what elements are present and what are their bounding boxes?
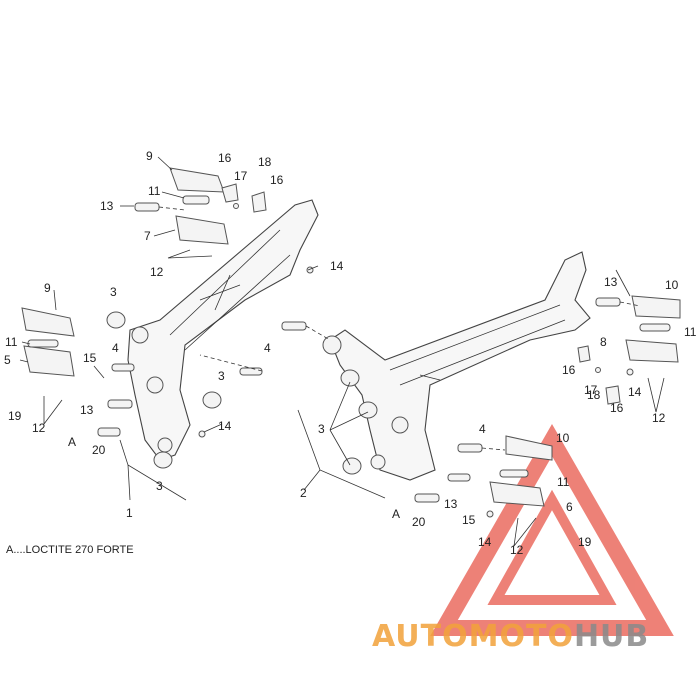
callout-12: 12 [32, 421, 46, 435]
callout-11: 11 [557, 475, 570, 489]
callout-12: 12 [150, 265, 164, 279]
callout-14: 14 [330, 259, 344, 273]
left-frame [127, 199, 319, 461]
callout-2: 2 [300, 486, 307, 500]
callout-13: 13 [444, 497, 458, 511]
assembly-lines [158, 206, 641, 451]
callout-3: 3 [318, 422, 325, 436]
callout-18: 18 [587, 388, 601, 402]
callout-11: 11 [5, 335, 18, 349]
callout-6: 6 [566, 500, 573, 514]
callout-5: 5 [4, 353, 11, 367]
watermark-brand: AUTOMOTOHUB [372, 619, 649, 654]
callout-3: 3 [156, 479, 163, 493]
loctite-mark-a: A [68, 435, 76, 449]
callout-7: 7 [144, 229, 151, 243]
loctite-mark-a: A [392, 507, 400, 521]
callout-15: 15 [462, 513, 476, 527]
callout-3: 3 [110, 285, 117, 299]
callout-17: 17 [234, 169, 248, 183]
callout-13: 13 [604, 275, 618, 289]
callout-3: 3 [218, 369, 225, 383]
callout-4: 4 [479, 422, 486, 436]
callout-19: 19 [578, 535, 592, 549]
callout-labels: 1 2 3 3 3 3 4 4 4 5 6 7 8 9 9 10 10 11 1… [4, 149, 697, 557]
loctite-note: A....LOCTITE 270 FORTE [6, 544, 134, 556]
callout-9: 9 [146, 149, 153, 163]
callout-11: 11 [684, 325, 697, 339]
callout-4: 4 [112, 341, 119, 355]
callout-1: 1 [126, 506, 133, 520]
leader-lines [19, 156, 665, 547]
callout-13: 13 [100, 199, 114, 213]
callout-19: 19 [8, 409, 22, 423]
callout-16: 16 [562, 363, 576, 377]
right-frame [322, 251, 591, 481]
watermark-triangle [430, 423, 674, 636]
callout-4: 4 [264, 341, 271, 355]
callout-20: 20 [412, 515, 426, 529]
callout-17: 17 [584, 383, 598, 397]
callout-16: 16 [270, 173, 284, 187]
callout-9: 9 [44, 281, 51, 295]
callout-16: 16 [610, 401, 624, 415]
callout-20: 20 [92, 443, 106, 457]
callout-14: 14 [478, 535, 492, 549]
callout-11: 11 [148, 184, 161, 198]
callout-12: 12 [652, 411, 666, 425]
callout-14: 14 [628, 385, 642, 399]
callout-10: 10 [556, 431, 570, 445]
callout-18: 18 [258, 155, 272, 169]
callout-15: 15 [83, 351, 97, 365]
callout-16: 16 [218, 151, 232, 165]
callout-12: 12 [510, 543, 524, 557]
callout-10: 10 [665, 278, 679, 292]
footpeg-parts [21, 167, 681, 507]
callout-14: 14 [218, 419, 232, 433]
callout-8: 8 [600, 335, 607, 349]
callout-13: 13 [80, 403, 94, 417]
